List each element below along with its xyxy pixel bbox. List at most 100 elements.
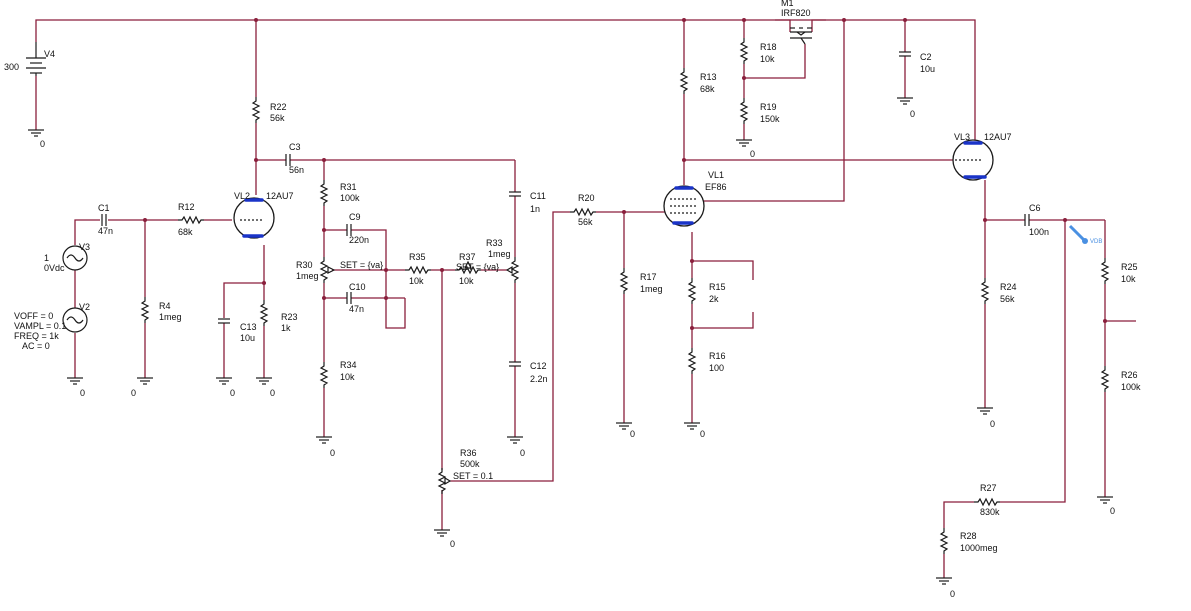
v2-freq: FREQ = 1k — [14, 331, 59, 341]
c12-ref: C12 — [530, 361, 547, 371]
v2-ref: V2 — [79, 302, 90, 312]
r19-ref: R19 — [760, 102, 777, 112]
r22-ref: R22 — [270, 102, 287, 112]
c13-value: 10u — [240, 333, 255, 343]
resistor-r23[interactable] — [260, 299, 268, 327]
c10-value: 47n — [349, 304, 364, 314]
capacitor-c10[interactable] — [346, 291, 352, 305]
resistor-r17[interactable] — [620, 267, 628, 295]
v2-voff: VOFF = 0 — [14, 311, 53, 321]
c6-ref: C6 — [1029, 203, 1041, 213]
resistor-r31[interactable] — [320, 179, 328, 207]
resistor-r22[interactable] — [252, 96, 260, 124]
resistor-r16[interactable] — [688, 347, 696, 375]
source-v3[interactable] — [62, 245, 88, 271]
resistor-r12[interactable] — [177, 216, 205, 224]
c1-value: 47n — [98, 226, 113, 236]
v3-ref: V3 — [79, 242, 90, 252]
tube-vl3[interactable] — [952, 139, 994, 181]
junctions — [143, 18, 1107, 330]
c2-value: 10u — [920, 64, 935, 74]
r24-ref: R24 — [1000, 282, 1017, 292]
m1-ref: M1 — [781, 0, 794, 8]
c9-value: 220n — [349, 235, 369, 245]
tube-vl2[interactable] — [233, 197, 275, 239]
svg-text:0: 0 — [990, 419, 995, 429]
r36-ref: R36 — [460, 448, 477, 458]
c11-value: 1n — [530, 204, 540, 214]
svg-text:0: 0 — [950, 589, 955, 599]
resistor-r4[interactable] — [141, 296, 149, 324]
potentiometer-r36[interactable] — [438, 467, 452, 495]
resistor-r35[interactable] — [404, 266, 432, 274]
capacitor-c1[interactable] — [101, 213, 107, 227]
r22-value: 56k — [270, 113, 285, 123]
r31-ref: R31 — [340, 182, 357, 192]
ground-symbols: 0 0 0 0 0 0 0 0 0 0 0 0 0 0 0 — [27, 97, 1115, 599]
r18-value: 10k — [760, 54, 775, 64]
resistor-r15[interactable] — [688, 277, 696, 305]
r28-ref: R28 — [960, 531, 977, 541]
v4-value: 300 — [4, 62, 19, 72]
r4-ref: R4 — [159, 301, 171, 311]
vl1-ref: VL1 — [708, 170, 724, 180]
potentiometer-r37[interactable] — [454, 260, 482, 274]
capacitor-c12[interactable] — [508, 361, 522, 367]
source-v2[interactable] — [62, 307, 88, 333]
r25-ref: R25 — [1121, 262, 1138, 272]
r34-value: 10k — [340, 372, 355, 382]
resistor-r25[interactable] — [1101, 257, 1109, 285]
r4-value: 1meg — [159, 312, 182, 322]
c3-ref: C3 — [289, 142, 301, 152]
v4-ref: V4 — [44, 49, 55, 59]
r26-value: 100k — [1121, 382, 1141, 392]
capacitor-c11[interactable] — [508, 191, 522, 197]
potentiometer-r30[interactable] — [320, 256, 336, 284]
probe-label: VDB — [1090, 239, 1102, 245]
resistor-r18[interactable] — [740, 37, 748, 65]
svg-text:0: 0 — [131, 388, 136, 398]
vl3-ref: VL3 — [954, 132, 970, 142]
resistor-r34[interactable] — [320, 361, 328, 389]
r36-set: SET = 0.1 — [453, 471, 493, 481]
r17-ref: R17 — [640, 272, 657, 282]
r16-value: 100 — [709, 363, 724, 373]
r35-value: 10k — [409, 276, 424, 286]
r35-ref: R35 — [409, 252, 426, 262]
c2-ref: C2 — [920, 52, 932, 62]
vl1-value: EF86 — [705, 182, 727, 192]
r13-value: 68k — [700, 84, 715, 94]
resistor-r20[interactable] — [569, 208, 597, 216]
c10-ref: C10 — [349, 282, 366, 292]
r24-value: 56k — [1000, 294, 1015, 304]
r30-value: 1meg — [296, 271, 319, 281]
vl2-value: 12AU7 — [266, 191, 294, 201]
c11-ref: C11 — [530, 191, 546, 201]
potentiometer-r33[interactable] — [505, 256, 519, 284]
battery-v4[interactable] — [26, 42, 46, 76]
r33-value: 1meg — [488, 249, 511, 259]
resistor-r19[interactable] — [740, 97, 748, 125]
capacitor-c13[interactable] — [217, 318, 231, 324]
resistor-r13[interactable] — [680, 67, 688, 95]
mosfet-m1[interactable] — [790, 27, 812, 45]
resistor-r26[interactable] — [1101, 365, 1109, 393]
r20-ref: R20 — [578, 193, 595, 203]
svg-text:0: 0 — [270, 388, 275, 398]
resistor-r27[interactable] — [973, 498, 1001, 506]
capacitor-c6[interactable] — [1024, 213, 1030, 227]
r27-value: 830k — [980, 507, 1000, 517]
tube-vl1[interactable] — [663, 185, 705, 227]
resistor-r24[interactable] — [981, 277, 989, 305]
vl3-value: 12AU7 — [984, 132, 1012, 142]
v2-ac: AC = 0 — [22, 341, 50, 351]
capacitor-c2[interactable] — [898, 51, 912, 57]
r23-value: 1k — [281, 323, 291, 333]
svg-text:0: 0 — [330, 448, 335, 458]
probe-marker[interactable] — [1068, 224, 1088, 244]
r15-ref: R15 — [709, 282, 726, 292]
c6-value: 100n — [1029, 227, 1049, 237]
resistor-r28[interactable] — [940, 527, 948, 555]
r36-value: 500k — [460, 459, 480, 469]
